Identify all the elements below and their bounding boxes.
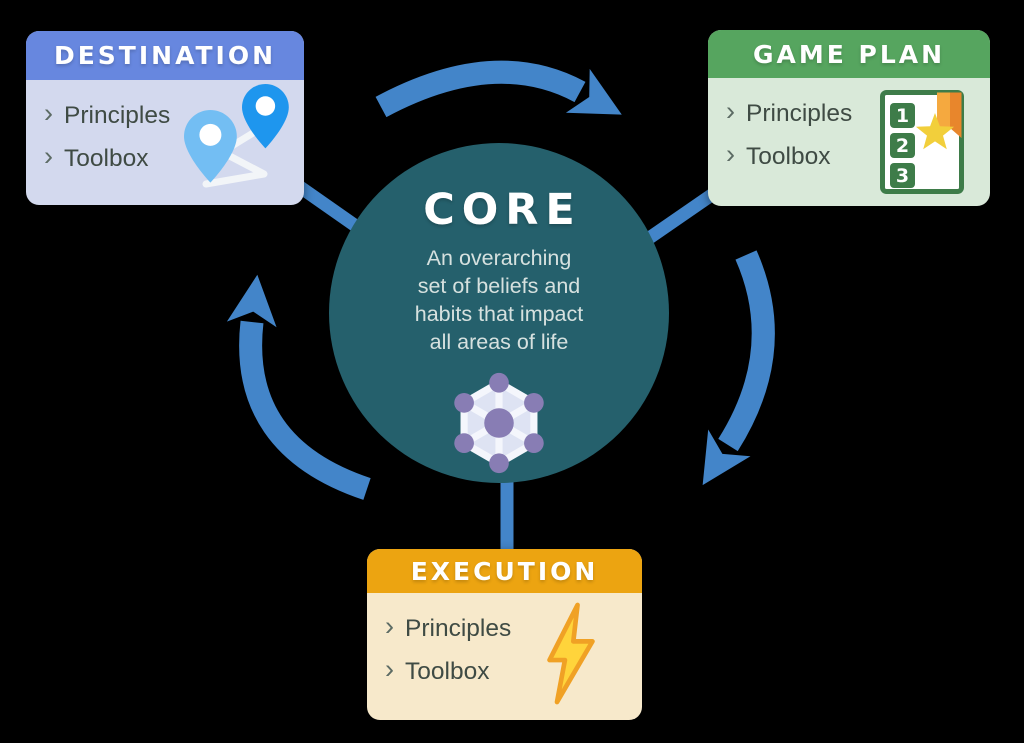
list-item: › Toolbox [44,137,304,180]
list-item: › Principles [385,607,642,650]
card-destination-title: DESTINATION [53,41,277,70]
list-item: › Principles [726,92,990,135]
card-destination: DESTINATION › Principles › Toolbox [26,31,304,205]
card-execution-header: EXECUTION [367,549,642,593]
card-execution: EXECUTION › Principles › Toolbox [367,549,642,720]
core-description-line: habits that impact [414,302,584,326]
card-game-plan-body: › Principles › Toolbox 1 2 3 [708,78,990,194]
core-description-line: all areas of life [429,330,569,354]
lightning-bolt-icon [547,602,595,705]
connector-gameplan-core [638,188,717,249]
card-destination-header: DESTINATION [26,31,304,80]
list-item: › Principles [44,94,304,137]
svg-text:2: 2 [896,135,909,157]
list-item-label: Toolbox [64,144,149,172]
network-hexagon-icon [454,372,544,474]
ranked-list-award-icon: 1 2 3 [880,90,964,194]
svg-text:3: 3 [896,165,909,187]
chevron-bullet-icon: › [44,141,53,171]
chevron-bullet-icon: › [726,139,735,169]
arrow-left-icon [226,274,371,500]
core-description-line: set of beliefs and [417,274,581,298]
card-destination-body: › Principles › Toolbox [26,80,304,188]
execution-list: › Principles › Toolbox [367,593,642,693]
chevron-bullet-icon: › [385,611,394,641]
list-item: › Toolbox [385,650,642,693]
destination-list: › Principles › Toolbox [26,80,304,180]
chevron-bullet-icon: › [385,654,394,684]
card-game-plan-title: GAME PLAN [752,39,946,69]
card-execution-title: EXECUTION [410,556,599,586]
list-item: › Toolbox [726,135,990,178]
chevron-bullet-icon: › [44,98,53,128]
card-game-plan-header: GAME PLAN [708,30,990,78]
list-item-label: Principles [746,99,853,127]
list-item-label: Principles [405,614,512,642]
svg-text:1: 1 [896,105,909,127]
list-item-label: Toolbox [746,142,831,170]
core-description-line: An overarching [426,246,572,270]
arrow-top-icon [375,60,622,118]
arrow-right-icon [702,250,775,486]
list-item-label: Principles [64,101,171,129]
card-game-plan: GAME PLAN › Principles › Toolbox [708,30,990,206]
map-route-pins-icon [184,84,289,188]
core-title: CORE [423,185,582,235]
core-description: An overarching set of beliefs and habits… [415,244,584,356]
chevron-bullet-icon: › [726,96,735,126]
list-item-label: Toolbox [405,657,490,685]
game-plan-list: › Principles › Toolbox [708,78,990,178]
card-execution-body: › Principles › Toolbox [367,593,642,705]
core-circle: CORE An overarching set of beliefs and h… [329,143,669,483]
